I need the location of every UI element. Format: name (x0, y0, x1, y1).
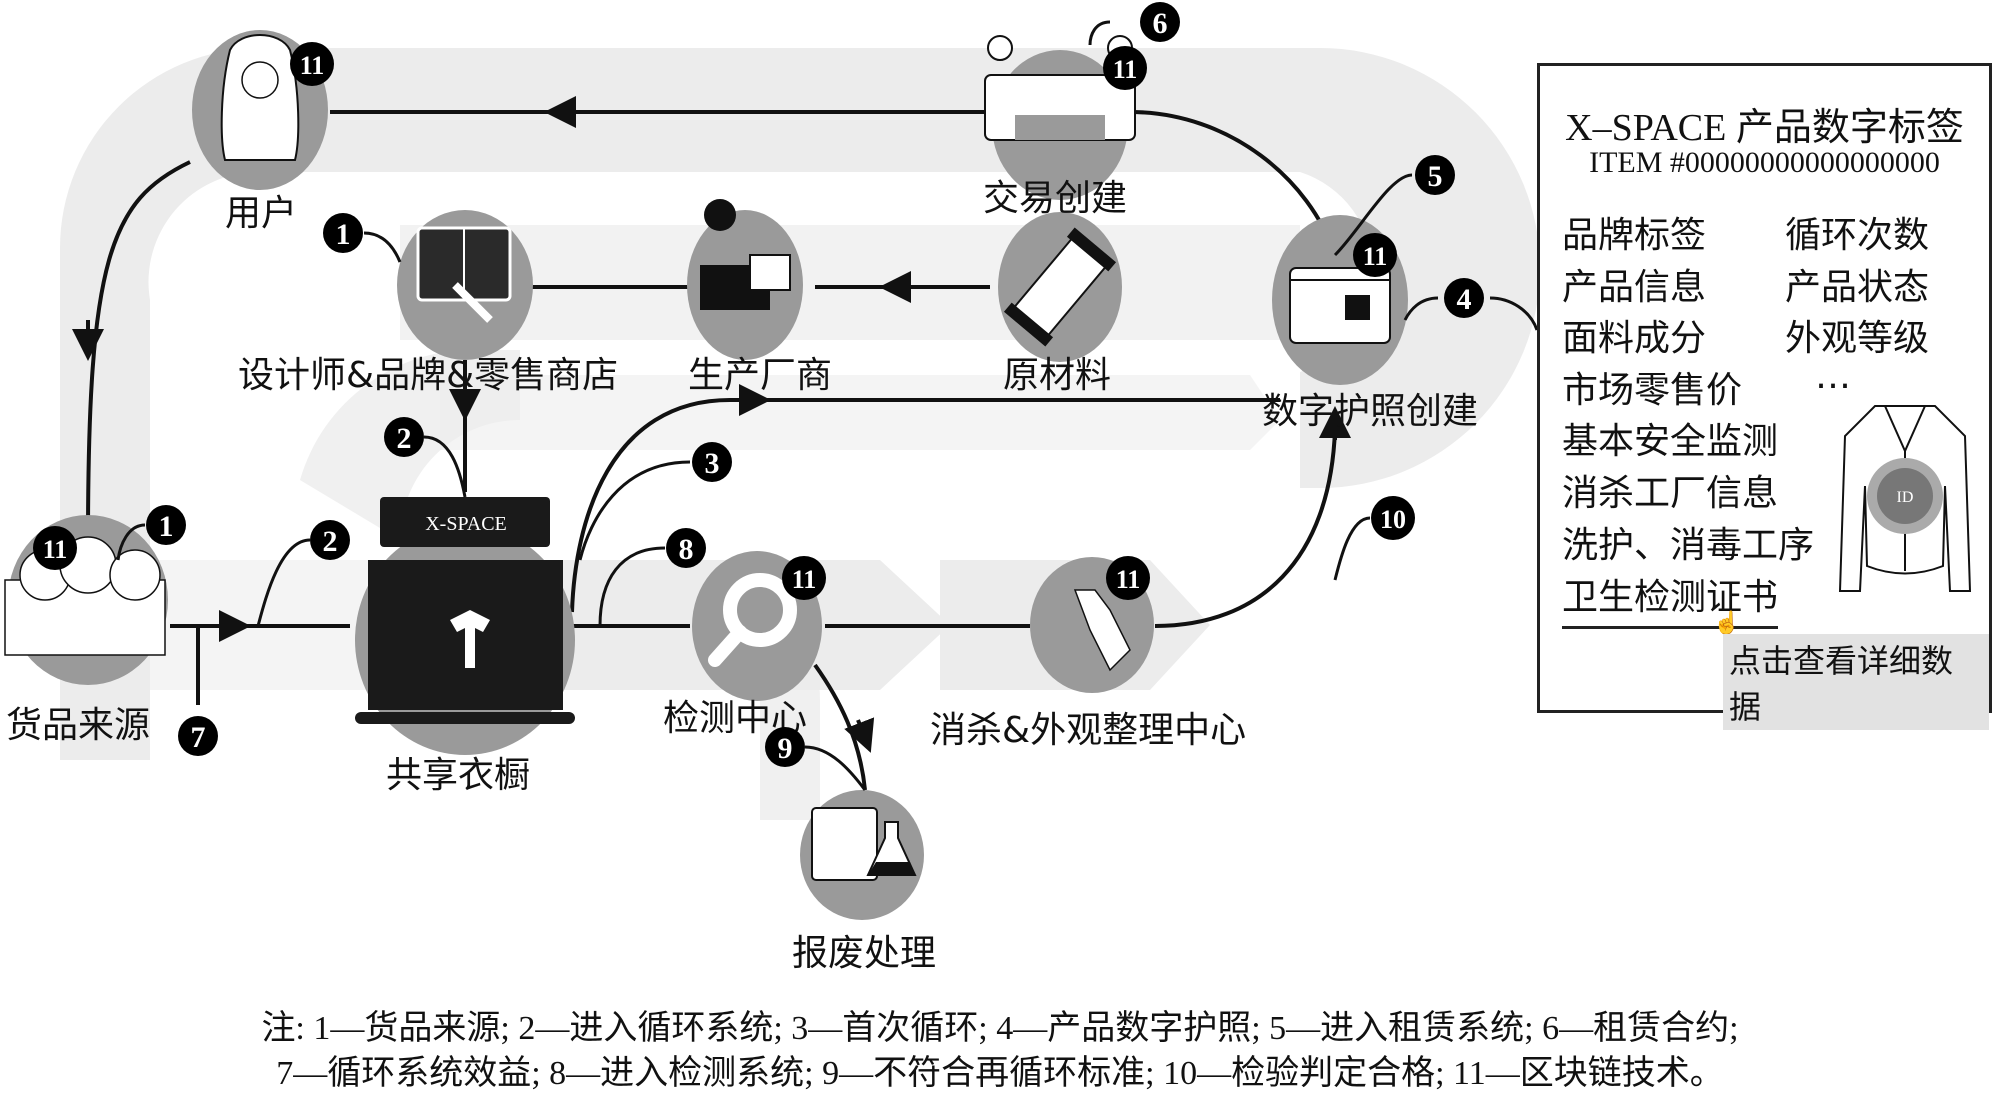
badge-lease-contract: 6 (1088, 2, 1180, 46)
field-appearance-grade: 外观等级 (1785, 318, 1930, 359)
label-disinfection: 消杀&外观整理中心 (930, 710, 1246, 751)
svg-text:1: 1 (159, 510, 174, 543)
view-details-button[interactable]: 点击查看详细数据 (1723, 634, 1989, 730)
field-more: … (1815, 356, 1851, 397)
badge-passport-blockchain: 11 (1353, 233, 1397, 277)
badge-disinfection-blockchain: 11 (1106, 556, 1150, 600)
svg-text:7: 7 (191, 721, 206, 754)
svg-text:11: 11 (792, 565, 817, 594)
svg-text:11: 11 (43, 535, 68, 564)
label-designer: 设计师&品牌&零售商店 (238, 355, 618, 396)
shop-sign: X-SPACE (425, 513, 507, 535)
svg-text:6: 6 (1153, 7, 1168, 40)
field-brand-label: 品牌标签 (1562, 215, 1707, 256)
badge-inspection-passed: 10 (1333, 496, 1415, 581)
field-wash-process: 洗护、消毒工序 (1562, 525, 1815, 566)
badge-designer-source: 1 (323, 213, 402, 263)
badge-goods-blockchain: 11 (33, 526, 77, 570)
svg-text:11: 11 (1116, 565, 1141, 594)
svg-text:5: 5 (1428, 160, 1443, 193)
notes-line-2: 7—循环系统效益; 8—进入检测系统; 9—不符合再循环标准; 10—检验判定合… (276, 1055, 1724, 1092)
field-product-status: 产品状态 (1785, 267, 1930, 308)
svg-text:4: 4 (1457, 283, 1472, 316)
shirt-icon: ID (1838, 405, 1972, 592)
node-wardrobe: X-SPACE (355, 497, 575, 755)
label-passport: 数字护照创建 (1262, 391, 1478, 432)
node-designer (397, 210, 533, 360)
label-raw-material: 原材料 (1003, 355, 1111, 396)
svg-text:11: 11 (1363, 242, 1388, 271)
badge-not-recyclable: 9 (765, 727, 867, 791)
flow-lines (72, 96, 1351, 791)
svg-text:2: 2 (397, 422, 412, 455)
badge-wardrobe-enter: 2 (384, 417, 467, 498)
field-fabric: 面料成分 (1562, 318, 1707, 359)
field-retail-price: 市场零售价 (1562, 370, 1743, 411)
label-goods-source: 货品来源 (6, 705, 150, 746)
badge-enter-inspection: 8 (598, 528, 706, 627)
badge-first-cycle: 3 (578, 442, 732, 561)
svg-text:1: 1 (336, 218, 351, 251)
svg-text:2: 2 (323, 525, 338, 558)
node-goods-source (4, 515, 168, 685)
badge-transaction-blockchain: 11 (1103, 46, 1147, 90)
badge-passport-link: 4 (1403, 278, 1539, 331)
field-hygiene-cert[interactable]: 卫生检测证书 (1562, 568, 1779, 629)
badge-cycle-benefit: 7 (178, 716, 218, 756)
label-scrap: 报废处理 (792, 933, 936, 974)
field-disinfect-factory: 消杀工厂信息 (1562, 473, 1779, 514)
label-transaction: 交易创建 (983, 178, 1127, 219)
item-number: ITEM #00000000000000000 (1589, 146, 1940, 179)
svg-text:11: 11 (300, 51, 325, 80)
svg-text:11: 11 (1113, 55, 1138, 84)
svg-text:3: 3 (705, 447, 720, 480)
node-raw-material (998, 212, 1122, 362)
badge-user-blockchain: 11 (290, 42, 334, 86)
pointer-hand-icon: ☝ (1713, 611, 1741, 636)
svg-text:8: 8 (679, 533, 694, 566)
label-wardrobe: 共享衣橱 (386, 755, 530, 796)
svg-text:10: 10 (1380, 505, 1406, 534)
arrow-to-scrap (844, 717, 875, 753)
field-product-info: 产品信息 (1562, 267, 1707, 308)
badge-enter-cycle: 2 (256, 520, 350, 627)
badge-goods-source: 1 (116, 505, 186, 561)
digital-tag-panel: X–SPACE 产品数字标签 ITEM #00000000000000000 品… (1537, 63, 1992, 730)
id-chip: ID (1897, 489, 1914, 506)
field-cycle-count: 循环次数 (1785, 215, 1930, 256)
badge-lease-system: 5 (1333, 155, 1455, 257)
badge-inspection-blockchain: 11 (782, 556, 826, 600)
notes-line-1: 注: 1—货品来源; 2—进入循环系统; 3—首次循环; 4—产品数字护照; 5… (261, 1010, 1739, 1047)
node-manufacturer (687, 199, 803, 360)
node-scrap (800, 790, 924, 920)
field-safety: 基本安全监测 (1562, 421, 1779, 462)
tag-title: X–SPACE 产品数字标签 (1565, 107, 1964, 149)
label-user: 用户 (225, 193, 297, 234)
svg-text:9: 9 (778, 732, 793, 765)
label-manufacturer: 生产厂商 (688, 355, 832, 396)
